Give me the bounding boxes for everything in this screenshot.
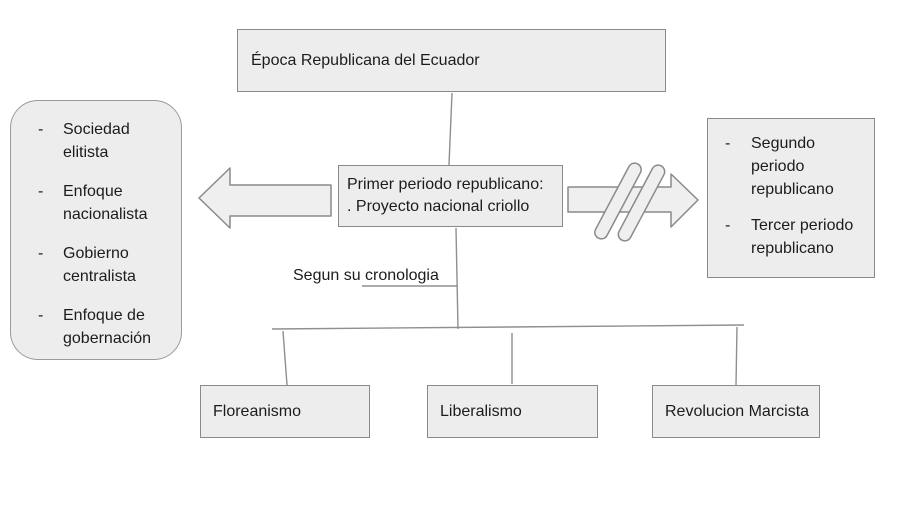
list-item: - Enfoque de gobernación bbox=[38, 304, 175, 350]
node-epoca-label: Época Republicana del Ecuador bbox=[251, 51, 480, 69]
list-item-label: Segundo periodo republicano bbox=[751, 135, 834, 198]
tree-horizontal-line bbox=[271, 324, 745, 330]
list-item-label: Enfoque de gobernación bbox=[63, 307, 152, 347]
left-block-arrow-icon[interactable] bbox=[198, 167, 332, 229]
bullet-dash: - bbox=[38, 183, 44, 200]
connector-title-to-center bbox=[448, 92, 453, 166]
list-item: - Sociedad elitista bbox=[38, 118, 175, 164]
node-liberalismo-label: Liberalismo bbox=[440, 402, 522, 420]
bullet-dash: - bbox=[725, 135, 731, 152]
list-item: - Enfoque nacionalista bbox=[38, 180, 175, 226]
node-epoca-republicana[interactable]: Época Republicana del Ecuador bbox=[237, 29, 666, 92]
drop-line-revolucion bbox=[735, 326, 738, 386]
break-slash-marks-icon[interactable] bbox=[593, 161, 667, 243]
list-item-label: Enfoque nacionalista bbox=[63, 183, 148, 223]
node-characteristics-panel[interactable]: - Sociedad elitista - Enfoque nacionalis… bbox=[10, 100, 182, 360]
list-item-label: Tercer periodo republicano bbox=[751, 217, 854, 257]
node-floreanismo-label: Floreanismo bbox=[213, 402, 302, 420]
node-revolucion-marcista[interactable]: Revolucion Marcista bbox=[652, 385, 820, 438]
node-liberalismo[interactable]: Liberalismo bbox=[427, 385, 598, 438]
drop-line-floreanismo bbox=[282, 330, 288, 386]
connector-center-to-tree bbox=[455, 227, 459, 330]
node-other-periods-panel[interactable]: - Segundo periodo republicano - Tercer p… bbox=[707, 118, 875, 278]
bullet-dash: - bbox=[38, 307, 44, 324]
chronology-text-label[interactable]: Segun su cronologia bbox=[293, 267, 439, 284]
list-item: - Gobierno centralista bbox=[38, 242, 175, 288]
node-primer-periodo[interactable]: Primer periodo republicano: . Proyecto n… bbox=[338, 165, 563, 227]
list-item: - Segundo periodo republicano bbox=[725, 132, 870, 201]
node-primer-periodo-line1: Primer periodo republicano: bbox=[347, 176, 544, 193]
bullet-dash: - bbox=[38, 245, 44, 262]
list-item: - Tercer periodo republicano bbox=[725, 214, 870, 260]
node-primer-periodo-line2: . Proyecto nacional criollo bbox=[347, 198, 530, 215]
node-floreanismo[interactable]: Floreanismo bbox=[200, 385, 370, 438]
list-item-label: Gobierno centralista bbox=[63, 245, 136, 285]
right-block-arrow-icon[interactable] bbox=[567, 173, 699, 228]
list-item-label: Sociedad elitista bbox=[63, 121, 130, 161]
bullet-dash: - bbox=[725, 217, 731, 234]
node-revolucion-label: Revolucion Marcista bbox=[665, 402, 810, 420]
bullet-dash: - bbox=[38, 121, 44, 138]
